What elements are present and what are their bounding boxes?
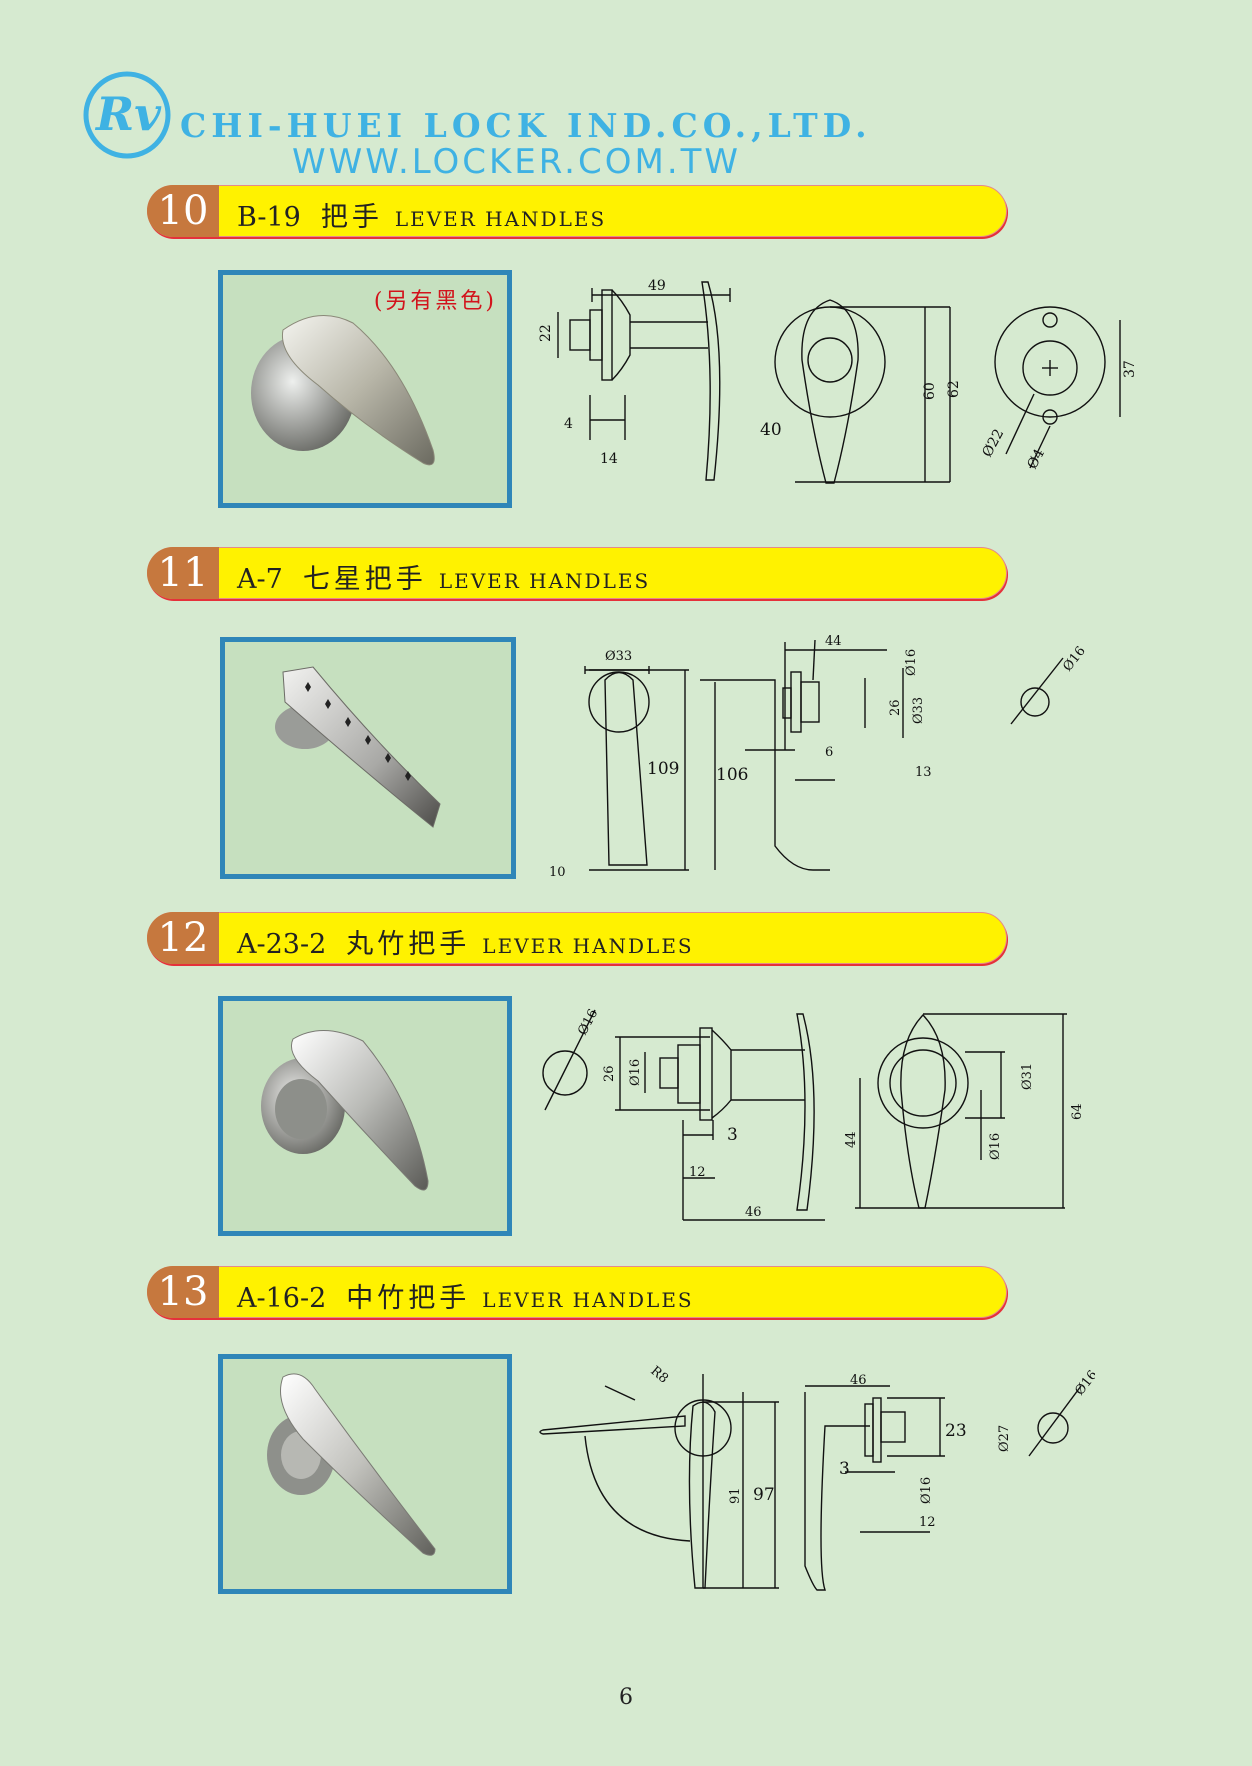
- svg-text:23: 23: [945, 1421, 967, 1441]
- product-banner: 13 A-16-2 中竹把手 LEVER HANDLES: [147, 1266, 1007, 1320]
- svg-text:44: 44: [825, 634, 842, 649]
- svg-text:6: 6: [825, 745, 833, 760]
- svg-text:46: 46: [850, 1373, 867, 1388]
- product-photo: [220, 637, 516, 879]
- svg-text:26: 26: [602, 1065, 617, 1082]
- technical-drawing: R8 91 97 46 23 Ø27 3 Ø16 12 Ø16: [539, 1364, 1095, 1591]
- product-name-en: LEVER HANDLES: [438, 569, 651, 593]
- svg-text:R8: R8: [647, 1364, 670, 1387]
- product-banner: 11 A-7 七星把手 LEVER HANDLES: [147, 547, 1007, 601]
- handle-image: [267, 1373, 436, 1556]
- svg-text:40: 40: [760, 420, 782, 440]
- product-name-cn: 丸竹把手: [346, 929, 471, 960]
- product-number: 13: [147, 1266, 219, 1318]
- company-logo: Rv: [83, 71, 171, 159]
- svg-text:37: 37: [1122, 360, 1138, 378]
- svg-text:Ø16: Ø16: [988, 1133, 1003, 1160]
- product-name-en: LEVER HANDLES: [482, 934, 694, 958]
- svg-text:Rv: Rv: [94, 87, 162, 141]
- product-name-cn: 中竹把手: [346, 1283, 471, 1314]
- product-photo: (另有黑色): [218, 270, 512, 508]
- company-name: CHI-HUEI LOCK IND.CO.,LTD.: [180, 106, 872, 145]
- svg-text:Ø16: Ø16: [919, 1477, 934, 1504]
- product-number: 12: [147, 912, 219, 964]
- handle-image: [261, 1030, 429, 1191]
- svg-text:Ø33: Ø33: [911, 697, 926, 724]
- product-name-cn: 七星把手: [302, 564, 427, 595]
- svg-text:4: 4: [564, 416, 573, 432]
- product-model: A-7: [237, 564, 283, 595]
- product-model: A-23-2: [237, 929, 327, 960]
- svg-text:60: 60: [922, 382, 938, 400]
- product-name-en: LEVER HANDLES: [482, 1288, 694, 1312]
- svg-text:44: 44: [844, 1131, 859, 1148]
- product-model: A-16-2: [237, 1283, 327, 1314]
- product-title: B-19 把手 LEVER HANDLES: [237, 195, 606, 234]
- page-header: Rv CHI-HUEI LOCK IND.CO.,LTD. WWW.LOCKER…: [80, 68, 867, 182]
- svg-text:Ø16: Ø16: [575, 1007, 601, 1038]
- svg-text:Ø16: Ø16: [1060, 644, 1089, 675]
- product-name-cn: 把手: [320, 202, 383, 233]
- svg-text:Ø4: Ø4: [1024, 446, 1048, 472]
- product-model: B-19: [237, 202, 301, 233]
- svg-text:Ø33: Ø33: [605, 649, 632, 664]
- svg-text:13: 13: [915, 765, 932, 780]
- product-title: A-16-2 中竹把手 LEVER HANDLES: [237, 1276, 694, 1315]
- svg-text:109: 109: [647, 759, 679, 779]
- svg-text:64: 64: [1070, 1103, 1085, 1120]
- svg-text:3: 3: [727, 1125, 738, 1145]
- company-website: WWW.LOCKER.COM.TW: [292, 142, 742, 182]
- svg-text:46: 46: [745, 1205, 762, 1220]
- svg-text:Ø31: Ø31: [1020, 1063, 1035, 1090]
- technical-drawing: Ø33 109 10 44 Ø16 26 Ø33 106 6 13 Ø16: [549, 634, 1089, 880]
- svg-text:Ø16: Ø16: [628, 1059, 643, 1086]
- product-photo: [218, 996, 512, 1236]
- svg-text:Ø16: Ø16: [904, 649, 919, 676]
- svg-text:106: 106: [716, 765, 748, 785]
- technical-drawing: Ø16 26 Ø16 3 12 46 44 Ø31 Ø16 64: [542, 1007, 1085, 1221]
- product-banner: 10 B-19 把手 LEVER HANDLES: [147, 185, 1007, 239]
- product-title: A-7 七星把手 LEVER HANDLES: [237, 557, 650, 596]
- svg-text:12: 12: [919, 1515, 936, 1530]
- svg-text:12: 12: [689, 1165, 706, 1180]
- svg-text:22: 22: [538, 324, 554, 342]
- svg-text:97: 97: [753, 1485, 775, 1505]
- product-name-en: LEVER HANDLES: [394, 207, 607, 231]
- svg-text:10: 10: [549, 865, 566, 880]
- svg-text:3: 3: [839, 1459, 850, 1479]
- page-number: 6: [619, 1685, 633, 1710]
- svg-text:Ø27: Ø27: [997, 1425, 1012, 1452]
- svg-text:49: 49: [648, 278, 666, 294]
- product-number: 10: [147, 185, 219, 237]
- svg-text:26: 26: [888, 699, 903, 716]
- svg-text:14: 14: [600, 451, 618, 467]
- product-title: A-23-2 丸竹把手 LEVER HANDLES: [237, 922, 694, 961]
- technical-drawing: 49 22 4 14 40 60 62 37 Ø22 Ø4: [538, 278, 1138, 484]
- product-number: 11: [147, 547, 219, 599]
- product-banner: 12 A-23-2 丸竹把手 LEVER HANDLES: [147, 912, 1007, 966]
- handle-image: [251, 314, 435, 466]
- color-note: (另有黑色): [373, 289, 497, 314]
- handle-image: [275, 666, 441, 828]
- svg-text:62: 62: [946, 380, 962, 398]
- product-photo: [218, 1354, 512, 1594]
- svg-text:Ø22: Ø22: [979, 426, 1007, 459]
- svg-text:91: 91: [728, 1487, 743, 1504]
